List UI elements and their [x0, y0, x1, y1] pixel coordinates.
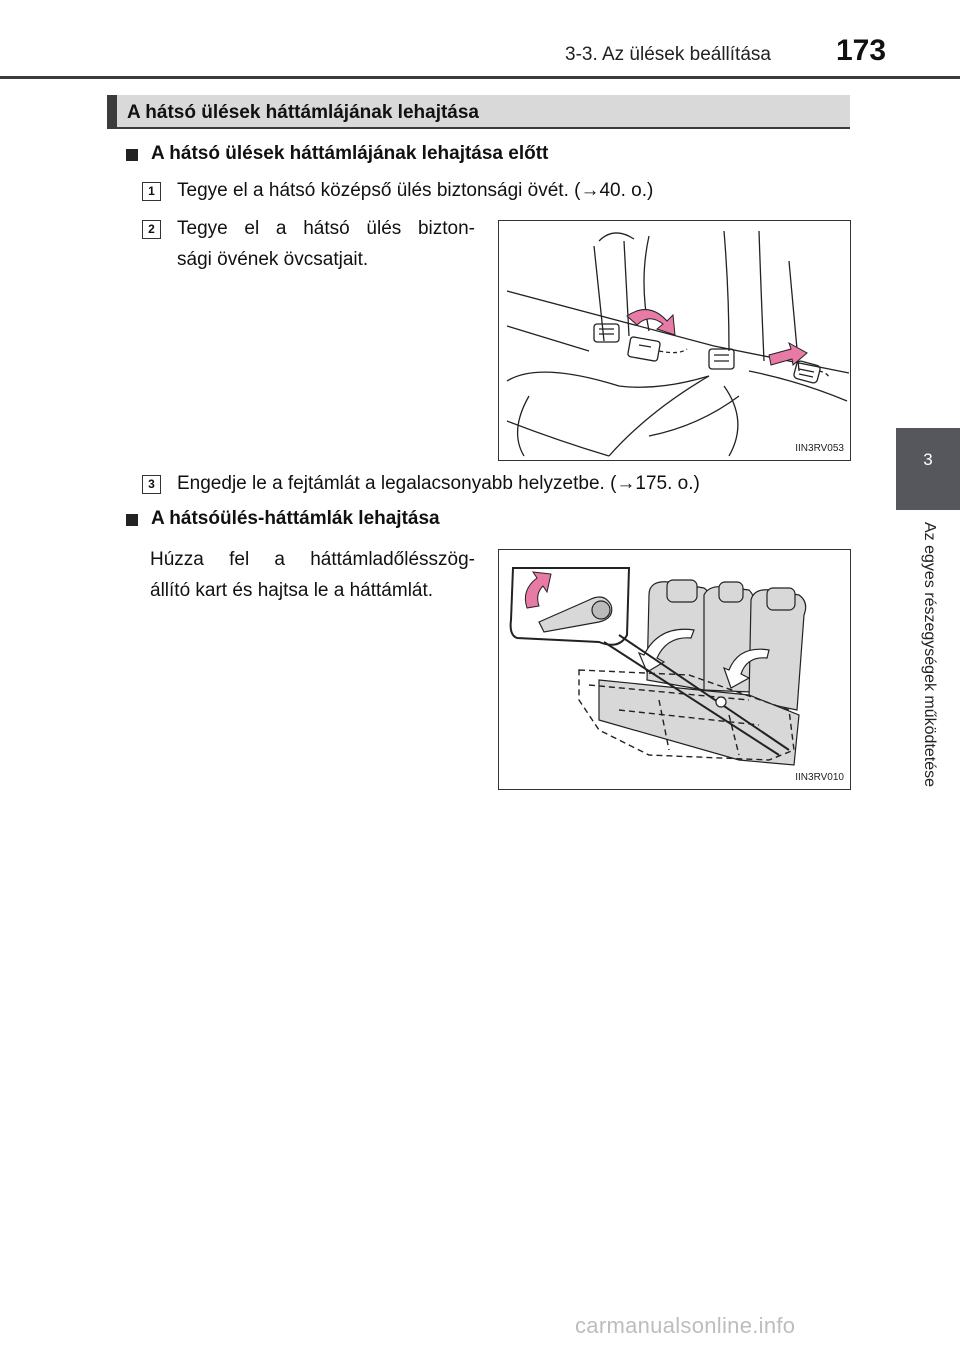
figure-code: IIN3RV010: [795, 772, 844, 783]
step-text-line: sági övének övcsatjait.: [177, 249, 369, 270]
subsection-title: A hátsóülés-háttámlák lehajtása: [151, 508, 440, 529]
step-text-line: Tegye el a hátsó ülés bizton-: [177, 218, 475, 239]
subsection-title: A hátsó ülések háttámlájának lehajtása e…: [151, 143, 549, 164]
subsection-bullet-icon: [126, 149, 138, 161]
section-heading: A hátsó ülések háttámlájának lehajtása: [107, 95, 850, 129]
seatbelt-buckle-figure: IIN3RV053: [498, 220, 851, 461]
step-text: Engedje le a fejtámlát a legalacsonyabb …: [177, 473, 700, 494]
subsection-bullet-icon: [126, 514, 138, 526]
header-rule: [0, 76, 960, 79]
chapter-tab: 3: [896, 428, 960, 510]
figure-code: IIN3RV053: [795, 443, 844, 454]
section-label: 3-3. Az ülések beállítása: [565, 44, 771, 65]
chapter-side-title-text: Az egyes részegységek működtetése: [921, 522, 938, 788]
step-text: Tegye el a hátsó középső ülés biztonsági…: [177, 180, 654, 201]
chapter-tab-number: 3: [923, 450, 933, 469]
page-number: 173: [836, 34, 887, 67]
instruction-text-line: állító kart és hajtsa le a háttámlát.: [150, 580, 434, 601]
step-number-box: 3: [142, 475, 161, 494]
seatback-fold-illustration: [509, 567, 807, 766]
instruction-text-line: Húzza fel a háttámladőlésszög-: [150, 549, 475, 570]
seatbelt-buckle-illustration: [506, 230, 850, 457]
seatback-fold-figure: IIN3RV010: [498, 549, 851, 790]
step-number-box: 2: [142, 220, 161, 239]
watermark: carmanualsonline.info: [575, 1313, 796, 1338]
section-heading-text: A hátsó ülések háttámlájának lehajtása: [127, 102, 480, 123]
step-number-box: 1: [142, 182, 161, 201]
